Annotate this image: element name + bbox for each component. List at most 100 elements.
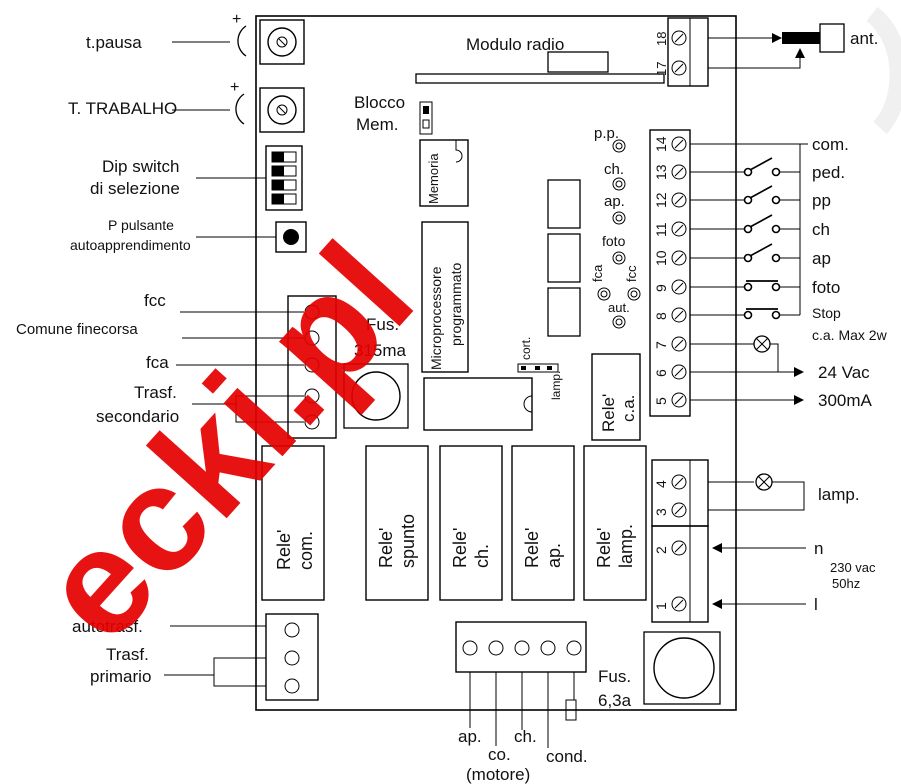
plus-sign: +: [232, 11, 241, 28]
relay-lamp-label: Rele': [594, 528, 614, 568]
label-push-button: P pulsante: [108, 217, 174, 233]
label-fuse-2: 6,3a: [598, 691, 632, 710]
terminal-number: 9: [653, 284, 669, 292]
terminal-number: 17: [654, 62, 669, 76]
label-cort: cort.: [519, 337, 533, 360]
relay-spunto-label: Rele': [376, 528, 396, 568]
cort-lamp-jumper: [517, 363, 559, 373]
relay-ch-label: ch.: [472, 544, 492, 568]
watermark-text: ecki.pl: [7, 212, 444, 671]
relay-ch: Rele' ch.: [439, 445, 503, 601]
label-ap: ap: [812, 249, 831, 268]
relay-lamp-label: lamp.: [616, 524, 636, 568]
label-stop: Stop: [812, 305, 841, 321]
label-motor-co: co.: [488, 745, 511, 764]
label-lamp-jumper: lamp.: [549, 371, 563, 400]
label-led-fca: fca: [590, 264, 605, 282]
label-230vac: 230 vac: [830, 560, 876, 575]
terminal-number: 18: [654, 32, 669, 46]
dip-switch: [265, 145, 303, 211]
label-50hz: 50hz: [832, 576, 860, 591]
relay-ch-label: Rele': [450, 528, 470, 568]
terminal-number: 8: [653, 312, 669, 320]
label-ttrabalho: T. TRABALHO: [68, 99, 177, 118]
label-trasf-secondario: secondario: [96, 407, 179, 426]
label-led-ap: ap.: [604, 193, 625, 210]
label-fuse-2: Fus.: [598, 667, 631, 686]
label-autotrasf: autotrasf.: [72, 617, 143, 636]
switch-foto: [690, 280, 800, 292]
label-comune-finecorsa: Comune finecorsa: [16, 321, 138, 338]
label-l: l: [814, 595, 818, 614]
label-motor-cond: cond.: [546, 747, 588, 766]
switch-stop: [690, 308, 800, 320]
label-led-pp: p.p.: [594, 125, 619, 142]
terminal-number: 2: [653, 546, 669, 554]
label-fcc: fcc: [144, 291, 166, 310]
terminal-number: 14: [653, 136, 669, 152]
component-box: [547, 233, 581, 283]
terminal-number: 5: [653, 397, 669, 405]
terminal-number: 4: [653, 480, 669, 488]
lamp-icon: [755, 473, 773, 491]
relay-com-label: com.: [296, 531, 316, 570]
label-lamp: lamp.: [818, 485, 860, 504]
trimmer-ttrabalho: [259, 87, 305, 133]
label-dip-switch: Dip switch: [102, 157, 179, 176]
relay-spunto-label: spunto: [398, 514, 418, 568]
relay-lamp: Rele' lamp.: [583, 445, 647, 601]
plus-sign: +: [230, 79, 239, 96]
label-blocco-mem: Mem.: [356, 115, 399, 134]
radio-module-slot: [547, 51, 609, 73]
label-led-foto: foto: [602, 233, 626, 249]
label-push-button: autoapprendimento: [70, 237, 191, 253]
label-led-aut: aut.: [608, 300, 630, 315]
relay-ap-label: ap.: [544, 543, 564, 568]
memory-lock-jumper: [419, 101, 433, 135]
microprocessor: Microprocessore programmato: [421, 221, 469, 373]
terminal-number: 11: [653, 222, 669, 237]
relay-ca-label: c.a.: [619, 395, 638, 422]
label-motore: (motore): [466, 765, 530, 784]
label-pp: pp: [812, 191, 831, 210]
component-box: [547, 287, 581, 337]
radio-module-connector: [415, 73, 665, 84]
label-led-fcc: fcc: [624, 265, 639, 282]
label-fca: fca: [146, 353, 169, 372]
label-trasf-secondario: Trasf.: [134, 383, 177, 402]
component-box: [547, 179, 581, 229]
terminal-block-io: [649, 129, 691, 417]
relay-ap-label: Rele': [522, 528, 542, 568]
label-n: n: [814, 539, 823, 558]
label-blocco-mem: Blocco: [354, 93, 405, 112]
label-microprocessore: Microprocessore: [428, 266, 444, 370]
relay-com-label: Rele': [274, 530, 294, 570]
relay-component: [423, 377, 533, 431]
switch-pp: [690, 185, 800, 205]
label-trasf-primario: primario: [90, 667, 151, 686]
label-motor-ch: ch.: [514, 727, 537, 746]
terminal-block-limit-switch: [287, 295, 337, 439]
label-ant: ant.: [850, 29, 878, 48]
terminal-number: 1: [653, 602, 669, 610]
switch-ch: [690, 214, 800, 234]
terminal-number: 7: [653, 341, 669, 349]
switch-ap: [690, 243, 800, 263]
lamp-icon: [753, 335, 771, 353]
memory-chip: Memoria: [419, 139, 469, 207]
terminal-number: 6: [653, 369, 669, 377]
label-ch: ch: [812, 220, 830, 239]
label-ca-max: c.a. Max 2w: [812, 327, 888, 343]
label-tpausa: t.pausa: [86, 33, 142, 52]
label-programmato: programmato: [448, 263, 464, 346]
label-ped: ped.: [812, 163, 845, 182]
terminal-block-primary: [265, 613, 319, 701]
relay-com: Rele' com.: [261, 445, 325, 601]
label-trasf-primario: Trasf.: [106, 645, 149, 664]
fuse-315ma: [343, 363, 409, 429]
label-fuse-1: Fus.: [366, 315, 399, 334]
relay-ca-label: Rele': [599, 394, 618, 432]
label-24vac: 24 Vac: [818, 363, 870, 382]
terminal-number: 3: [653, 508, 669, 516]
relay-ca: Rele' c.a.: [591, 353, 641, 441]
